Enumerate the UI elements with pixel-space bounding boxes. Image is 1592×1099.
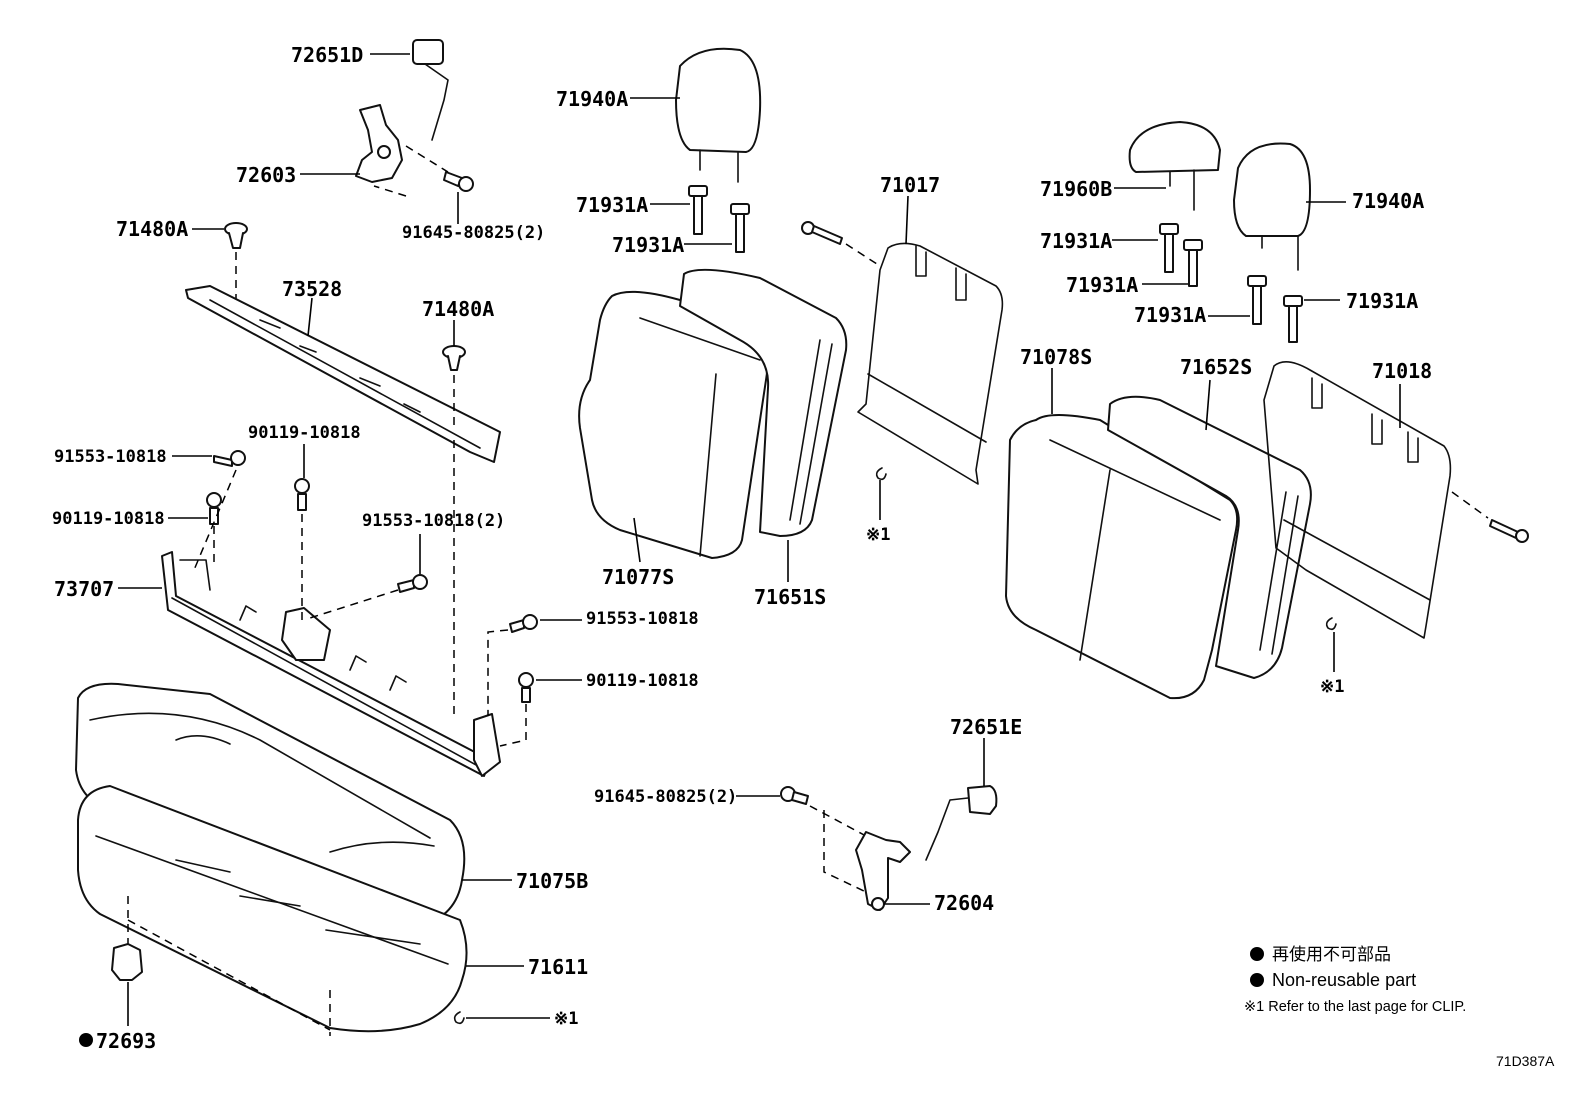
callout-71017: 71017: [880, 173, 940, 197]
callout-91645-right: 91645-80825(2): [594, 787, 737, 807]
callout-71931a-3: 71931A: [1040, 229, 1112, 253]
cover-72651e: [925, 785, 998, 861]
headrest-71960b: [1128, 121, 1221, 211]
bracket-72603: [355, 104, 403, 183]
callout-73707: 73707: [54, 577, 114, 601]
legend-en-text: Non-reusable part: [1272, 970, 1416, 990]
callout-90119-left: 90119-10818: [52, 509, 165, 529]
callout-91553-mid: 91553-10818(2): [362, 511, 505, 531]
legend-jp-text: 再使用不可部品: [1272, 944, 1391, 964]
callout-71652s: 71652S: [1180, 355, 1252, 379]
bolt-90119-a: [206, 492, 222, 525]
legend-dot-jp: [1250, 947, 1264, 961]
headrest-71940a-left: [675, 47, 762, 183]
legend-dot-en: [1250, 973, 1264, 987]
bolt-frame-left: [801, 221, 843, 245]
frame-73707: [161, 551, 501, 777]
bolt-90119-c: [518, 672, 534, 703]
guide-71931a-4: [1183, 239, 1203, 287]
clip-71480a-top: [224, 222, 248, 249]
callout-71018: 71018: [1372, 359, 1432, 383]
non-reusable-dot-72693: [79, 1033, 93, 1047]
cushion-71075b: [75, 682, 466, 930]
seatback-71078s: [1005, 414, 1239, 700]
guide-71931a-2: [730, 203, 750, 253]
callout-91553-right: 91553-10818: [586, 609, 699, 629]
clip-mark-right-back: [1325, 617, 1337, 631]
headrest-71940a-right: [1233, 142, 1311, 271]
leader-lines: [118, 53, 1401, 1026]
callout-71940a-left: 71940A: [556, 87, 628, 111]
callout-71611: 71611: [528, 955, 588, 979]
callout-71960b: 71960B: [1040, 177, 1112, 201]
cover-72651d: [412, 39, 449, 141]
clip-mark-cushion: [453, 1011, 465, 1025]
callout-clip-right-back: ※1: [1320, 677, 1344, 697]
bolt-91553-b: [397, 574, 428, 593]
guide-71931a-5: [1247, 275, 1267, 325]
pad-71652s: [1107, 395, 1312, 679]
callout-clip-left-back: ※1: [866, 525, 890, 545]
callout-91553-left: 91553-10818: [54, 447, 167, 467]
callout-71931a-4: 71931A: [1066, 273, 1138, 297]
callout-71931a-5: 71931A: [1134, 303, 1206, 327]
callout-71078s: 71078S: [1020, 345, 1092, 369]
bolt-91553-c: [509, 614, 538, 633]
guide-71931a-3: [1159, 223, 1179, 273]
guide-71931a-1: [688, 185, 708, 235]
clip-72693: [111, 943, 143, 981]
callout-71931a-1: 71931A: [576, 193, 648, 217]
callout-72603: 72603: [236, 163, 296, 187]
callout-72693: 72693: [96, 1029, 156, 1053]
bracket-72604: [855, 831, 911, 911]
bolt-91645-left: [443, 171, 474, 192]
legend: 再使用不可部品 Non-reusable part ※1 Refer to th…: [1244, 944, 1466, 1015]
diagram-code: 71D387A: [1496, 1053, 1555, 1069]
callout-72651d: 72651D: [291, 43, 363, 67]
pad-71651s: [679, 268, 848, 537]
callout-71931a-6: 71931A: [1346, 289, 1418, 313]
frame-71018: [1263, 361, 1452, 639]
bolt-frame-right: [1489, 519, 1529, 543]
callout-71075b: 71075B: [516, 869, 588, 893]
callout-90119-right: 90119-10818: [586, 671, 699, 691]
callout-72604: 72604: [934, 891, 994, 915]
callout-91645-left: 91645-80825(2): [402, 223, 545, 243]
callout-71480a-mid: 71480A: [422, 297, 494, 321]
bolt-91645-right: [780, 786, 809, 805]
clip-mark-left-back: [875, 467, 887, 481]
bolt-90119-b: [294, 478, 310, 511]
bolt-91553-a: [213, 450, 246, 467]
callout-71480a-top: 71480A: [116, 217, 188, 241]
frame-71017: [857, 242, 1004, 485]
callout-73528: 73528: [282, 277, 342, 301]
callout-clip-cushion: ※1: [554, 1009, 578, 1029]
legend-clip-note: ※1 Refer to the last page for CLIP.: [1244, 999, 1466, 1015]
clip-71480a-mid: [442, 345, 466, 371]
guide-71931a-6: [1283, 295, 1303, 343]
rail-73528: [185, 285, 501, 463]
callout-72651e: 72651E: [950, 715, 1022, 739]
pad-71611: [77, 785, 468, 1033]
callout-71931a-2: 71931A: [612, 233, 684, 257]
callout-90119-top: 90119-10818: [248, 423, 361, 443]
callout-71940a-right: 71940A: [1352, 189, 1424, 213]
callout-71651s: 71651S: [754, 585, 826, 609]
callout-71077s: 71077S: [602, 565, 674, 589]
